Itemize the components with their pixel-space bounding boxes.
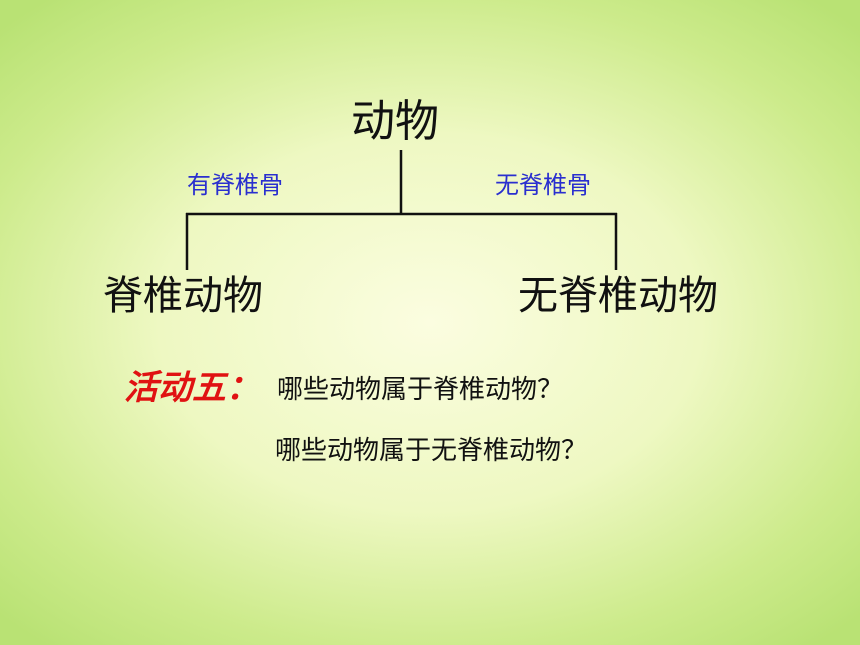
edge-label-invertebrate: 无脊椎骨	[495, 171, 591, 199]
question-vertebrates: 哪些动物属于脊椎动物？	[277, 375, 564, 405]
root-node-animals: 动物	[351, 96, 439, 147]
node-invertebrates: 无脊椎动物	[518, 273, 718, 319]
question-invertebrates: 哪些动物属于无脊椎动物？	[275, 436, 588, 466]
activity-label: 活动五：	[124, 368, 260, 408]
edge-label-vertebrate: 有脊椎骨	[187, 171, 283, 199]
node-vertebrates: 脊椎动物	[103, 273, 263, 319]
